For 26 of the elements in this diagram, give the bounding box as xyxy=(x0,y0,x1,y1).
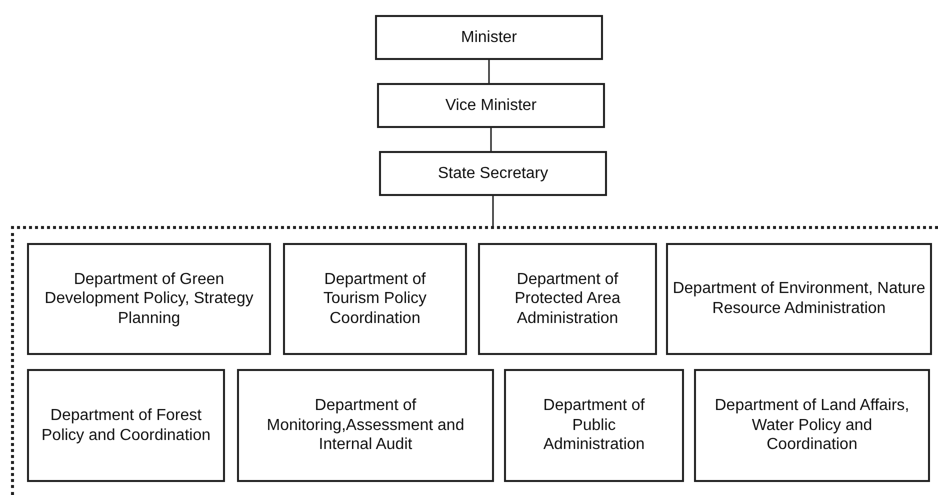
box-label: Minister xyxy=(460,28,518,48)
box-label: Department of Tourism Policy Coordination xyxy=(322,270,428,328)
connector-line xyxy=(490,128,492,151)
dotted-group-frame xyxy=(11,226,938,495)
box-label: Department of Land Affairs, Water Policy and Coordination xyxy=(714,396,910,455)
connector-line xyxy=(492,196,494,226)
box-label: State Secretary xyxy=(436,164,550,184)
box-label: Department of Public Administration xyxy=(542,396,646,455)
connector-line xyxy=(488,60,490,83)
org-box xyxy=(478,243,657,355)
org-box xyxy=(379,151,607,196)
org-box xyxy=(283,243,467,355)
org-box xyxy=(27,243,271,355)
box-label: Vice Minister xyxy=(444,96,538,116)
org-box xyxy=(27,369,225,482)
org-box xyxy=(504,369,684,482)
box-label: Department of Green Development Policy, Strategy Planning xyxy=(44,270,254,328)
org-box xyxy=(375,15,603,60)
org-box xyxy=(666,243,932,355)
box-label: Department of Monitoring,Assessment and Internal Audit xyxy=(266,396,466,455)
box-label: Department of Protected Area Administration xyxy=(514,270,622,328)
box-label: Department of Environment, Nature Resource Administration xyxy=(672,279,926,319)
org-box xyxy=(377,83,605,128)
org-box xyxy=(237,369,494,482)
org-box xyxy=(694,369,930,482)
box-label: Department of Forest Policy and Coordination xyxy=(40,406,212,446)
